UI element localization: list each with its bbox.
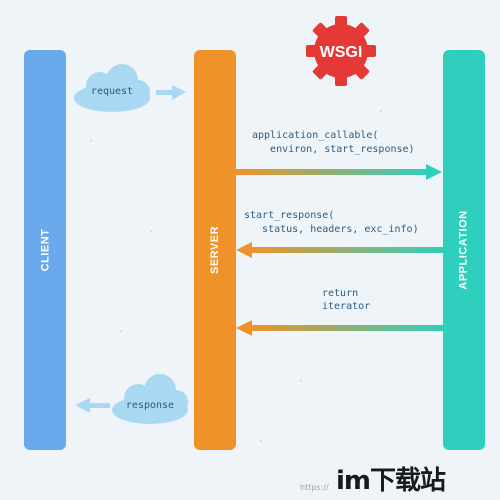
speckle: [120, 330, 122, 332]
wsgi-gear-badge: WSGI: [306, 16, 376, 86]
call-arrow: [236, 164, 442, 180]
application-column: APPLICATION: [443, 50, 485, 450]
client-column: CLIENT: [24, 50, 66, 450]
request-text: request: [90, 86, 134, 97]
response-pointer-arrow: [75, 398, 110, 413]
call-line-1: application_callable(: [252, 130, 379, 141]
return-iterator-arrow: [236, 320, 443, 336]
wsgi-label: WSGI: [320, 44, 363, 61]
call-line-2: environ, start_response): [252, 144, 415, 155]
start-response-arrow: [236, 242, 443, 258]
response-cloud: [112, 374, 188, 424]
speckle: [260, 440, 262, 442]
speckle: [90, 140, 92, 142]
start-response-line-2: status, headers, exc_info): [244, 224, 419, 235]
server-column: SERVER: [194, 50, 236, 450]
request-cloud: [74, 64, 150, 112]
speckle: [380, 110, 382, 112]
speckle: [150, 230, 152, 232]
site-watermark: im下载站: [336, 466, 446, 496]
return-line-1: return: [322, 288, 359, 299]
request-pointer-arrow: [156, 85, 186, 100]
return-line-2: iterator: [322, 301, 371, 312]
watermark-url: https://: [300, 483, 329, 492]
response-text: response: [125, 400, 175, 411]
start-response-line-1: start_response(: [244, 210, 335, 221]
speckle: [300, 380, 302, 382]
